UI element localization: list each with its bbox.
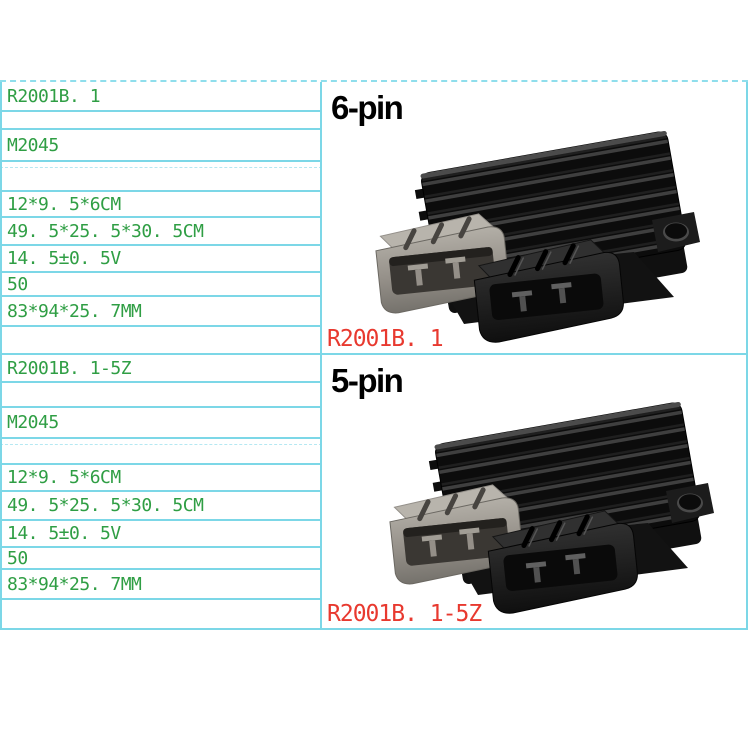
product-panel: 6-pin xyxy=(322,82,748,630)
voltage-regulator-rectifier-5pin-photo xyxy=(378,383,718,615)
product-block-6pin: 6-pin xyxy=(322,82,748,355)
spec-row-model: R2001B. 1 xyxy=(0,82,322,112)
model-number-label: R2001B. 1-5Z xyxy=(327,601,482,627)
table-bottom-border xyxy=(0,628,748,630)
table-right-border xyxy=(746,82,748,630)
spec-row-empty xyxy=(0,327,322,355)
spec-row-carton: 49. 5*25. 5*30. 5CM xyxy=(0,492,322,521)
spec-row-carton: 49. 5*25. 5*30. 5CM xyxy=(0,218,322,246)
spec-row-empty xyxy=(0,439,322,445)
spec-row-qty: 50 xyxy=(0,548,322,570)
spec-row-empty xyxy=(0,112,322,130)
spec-row-empty xyxy=(0,600,322,630)
model-number-label: R2001B. 1 xyxy=(327,326,444,352)
spec-table: R2001B. 1 M2045 12*9. 5*6CM 49. 5*25. 5*… xyxy=(0,82,322,630)
pin-count-label: 6-pin xyxy=(331,89,404,126)
table-top-border xyxy=(0,80,748,82)
spec-row-partno: M2045 xyxy=(0,130,322,162)
pin-count-label: 5-pin xyxy=(331,362,404,399)
spec-row-empty xyxy=(0,383,322,408)
spec-row-dims: 83*94*25. 7MM xyxy=(0,570,322,600)
table-middle-divider xyxy=(0,353,748,355)
spec-row-model: R2001B. 1-5Z xyxy=(0,355,322,383)
spec-row-empty xyxy=(0,445,322,465)
spec-row-voltage: 14. 5±0. 5V xyxy=(0,521,322,548)
spec-row-dims: 83*94*25. 7MM xyxy=(0,297,322,327)
spec-row-size: 12*9. 5*6CM xyxy=(0,192,322,218)
spec-row-empty xyxy=(0,162,322,168)
table-left-border xyxy=(0,82,2,630)
table-column-divider xyxy=(320,82,322,630)
product-block-5pin: 5-pin R2001B. 1-5Z xyxy=(322,355,748,630)
spec-row-size: 12*9. 5*6CM xyxy=(0,465,322,492)
spec-row-qty: 50 xyxy=(0,273,322,297)
voltage-regulator-rectifier-6pin-photo xyxy=(364,112,704,344)
spec-row-partno: M2045 xyxy=(0,408,322,439)
spec-row-voltage: 14. 5±0. 5V xyxy=(0,246,322,273)
spec-row-empty xyxy=(0,168,322,192)
